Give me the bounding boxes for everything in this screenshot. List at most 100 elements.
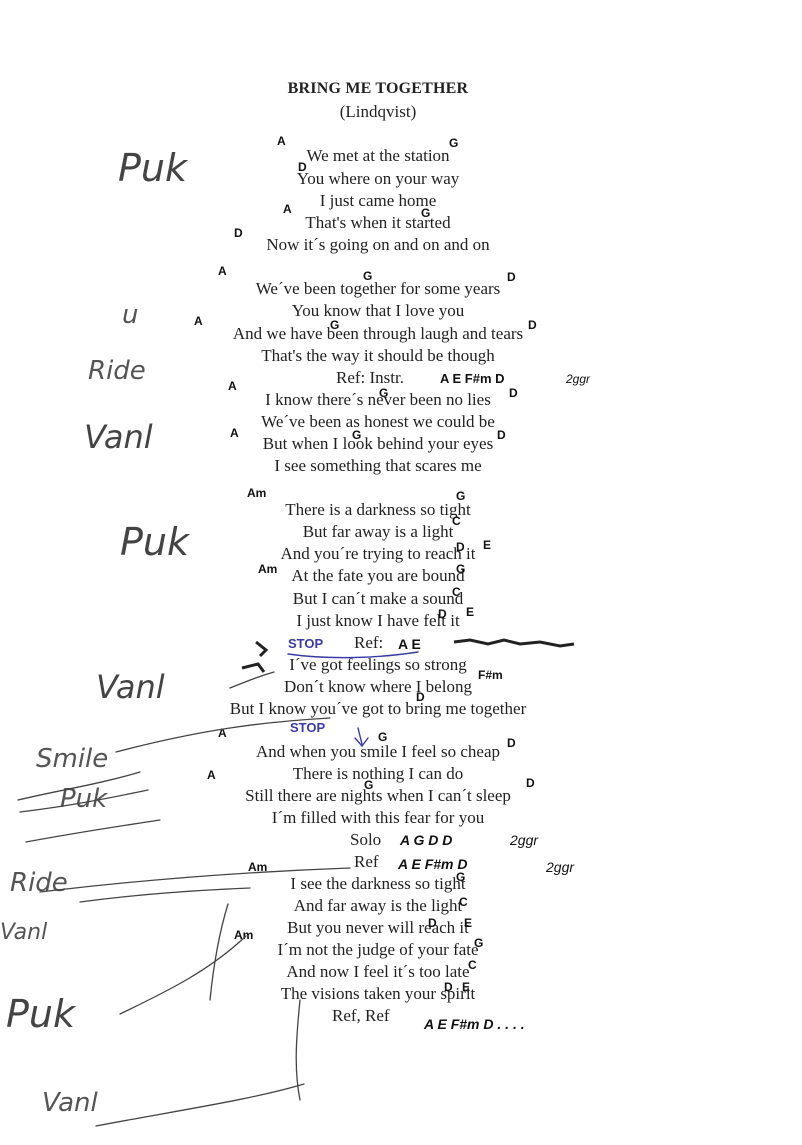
lyric-line: Still there are nights when I can´t slee… bbox=[245, 786, 511, 805]
lyric-line: And far away is the light bbox=[293, 896, 463, 915]
chord-label: E bbox=[483, 538, 492, 552]
chord-label: G bbox=[456, 562, 466, 576]
lyric-line: But I know you´ve got to bring me togeth… bbox=[229, 699, 527, 718]
lyric-line: I´ve got feelings so strong bbox=[289, 655, 467, 674]
chord-note: 2ggr bbox=[566, 372, 591, 386]
pen-stroke bbox=[25, 819, 161, 843]
chord-label: G bbox=[379, 386, 389, 400]
lyric-line: We met at the station bbox=[306, 146, 450, 165]
chord-label: A bbox=[283, 202, 292, 216]
stop-annotation: STOP bbox=[288, 636, 324, 651]
chord-label: D bbox=[456, 540, 465, 554]
chord-label: A bbox=[218, 264, 227, 278]
chord-label: D bbox=[507, 736, 516, 750]
chord-label: G bbox=[363, 269, 373, 283]
blue-arrow-stroke bbox=[354, 737, 369, 748]
lyric-line: There is nothing I can do bbox=[292, 764, 464, 783]
chord-label: C bbox=[452, 514, 461, 528]
lyric-line: Ref bbox=[354, 852, 379, 871]
chord-label: G bbox=[449, 136, 459, 150]
margin-note: Vanl bbox=[42, 1088, 98, 1118]
chord-label: D bbox=[497, 428, 506, 442]
lyric-line: I´m not the judge of your fate bbox=[277, 940, 479, 959]
chord-label: D bbox=[234, 226, 243, 240]
lyric-line: There is a darkness so tight bbox=[285, 500, 471, 519]
chord-note: 2ggr bbox=[546, 859, 575, 875]
lyric-line: That's when it started bbox=[305, 213, 451, 232]
margin-note: Ride bbox=[10, 868, 68, 898]
lyric-line: I see something that scares me bbox=[274, 456, 482, 475]
lyric-line: I just know I have felt it bbox=[296, 611, 460, 630]
lyric-line: And you´re trying to reach it bbox=[280, 544, 476, 563]
margin-note: Puk bbox=[6, 992, 76, 1036]
margin-note: Vanl bbox=[84, 418, 153, 456]
lyric-line: But you never will reach it bbox=[287, 918, 469, 937]
lyric-line: Now it´s going on and on and on bbox=[266, 235, 490, 254]
lyric-line: Solo bbox=[350, 830, 382, 849]
chord-label: A bbox=[277, 134, 286, 148]
pen-stroke bbox=[119, 935, 247, 1015]
chord-label: D bbox=[507, 270, 516, 284]
lyric-line: Ref: Instr. bbox=[336, 368, 404, 387]
pen-stroke bbox=[95, 1083, 305, 1127]
chord-progression: A E bbox=[398, 636, 421, 652]
chord-label: Am bbox=[248, 860, 268, 874]
pen-stroke bbox=[79, 887, 251, 903]
chord-label: C bbox=[459, 895, 468, 909]
scribble bbox=[453, 638, 575, 648]
scribble bbox=[255, 640, 269, 658]
chord-label: G bbox=[456, 870, 466, 884]
chord-label: Am bbox=[247, 486, 267, 500]
chord-progression: A G D D bbox=[400, 832, 453, 848]
lyric-line: Ref, Ref bbox=[332, 1006, 390, 1025]
chord-label: A bbox=[230, 426, 239, 440]
chord-label: D bbox=[444, 980, 453, 994]
chord-label: D bbox=[438, 607, 447, 621]
lyric-line: Don´t know where I belong bbox=[284, 677, 472, 696]
margin-note: Vanl bbox=[96, 668, 165, 706]
chord-label: F#m bbox=[478, 668, 503, 682]
chord-label: E bbox=[464, 916, 473, 930]
pen-stroke bbox=[115, 717, 331, 753]
chord-label: C bbox=[468, 958, 477, 972]
pen-stroke bbox=[295, 999, 301, 1101]
chord-label: G bbox=[330, 318, 340, 332]
chord-label: E bbox=[462, 980, 471, 994]
pen-stroke bbox=[39, 867, 351, 893]
blue-arrow-stroke bbox=[287, 651, 419, 659]
lyric-line: And when you smile I feel so cheap bbox=[255, 742, 501, 761]
chord-label: G bbox=[364, 778, 374, 792]
chord-progression: A E F#m D bbox=[398, 856, 468, 872]
lyric-line: I just came home bbox=[319, 191, 437, 210]
lyric-line: We´ve been together for some years bbox=[255, 279, 501, 298]
margin-note: Ride bbox=[88, 356, 146, 386]
lyric-line: The visions taken your spirit bbox=[280, 984, 476, 1003]
chord-note: 2ggr bbox=[510, 832, 539, 848]
lyric-line: You know that I love you bbox=[291, 301, 465, 320]
margin-note: u bbox=[122, 300, 139, 330]
lyric-line: And we have been through laugh and tears bbox=[232, 324, 524, 343]
chord-label: G bbox=[378, 730, 388, 744]
lyric-line: At the fate you are bound bbox=[291, 566, 465, 585]
chord-label: D bbox=[428, 916, 437, 930]
pen-stroke bbox=[209, 903, 229, 1001]
lyric-line: I know there´s never been no lies bbox=[265, 390, 491, 409]
scribble bbox=[241, 662, 266, 673]
chord-label: G bbox=[456, 489, 466, 503]
blue-arrow-stroke bbox=[357, 727, 363, 745]
pen-stroke bbox=[229, 671, 275, 689]
lyric-line: You where on your way bbox=[296, 169, 460, 188]
chord-label: A bbox=[228, 379, 237, 393]
chord-label: G bbox=[474, 936, 484, 950]
song-title: BRING ME TOGETHER bbox=[287, 80, 469, 97]
lyric-line: But far away is a light bbox=[302, 522, 454, 541]
chord-label: C bbox=[452, 585, 461, 599]
stop-annotation: STOP bbox=[290, 720, 326, 735]
chord-label: Am bbox=[234, 928, 254, 942]
chord-label: A bbox=[194, 314, 203, 328]
lyric-line: But when I look behind your eyes bbox=[262, 434, 494, 453]
chord-label: A bbox=[207, 768, 216, 782]
lyric-line: And now I feel it´s too late bbox=[286, 962, 470, 981]
chord-label: A bbox=[218, 726, 227, 740]
